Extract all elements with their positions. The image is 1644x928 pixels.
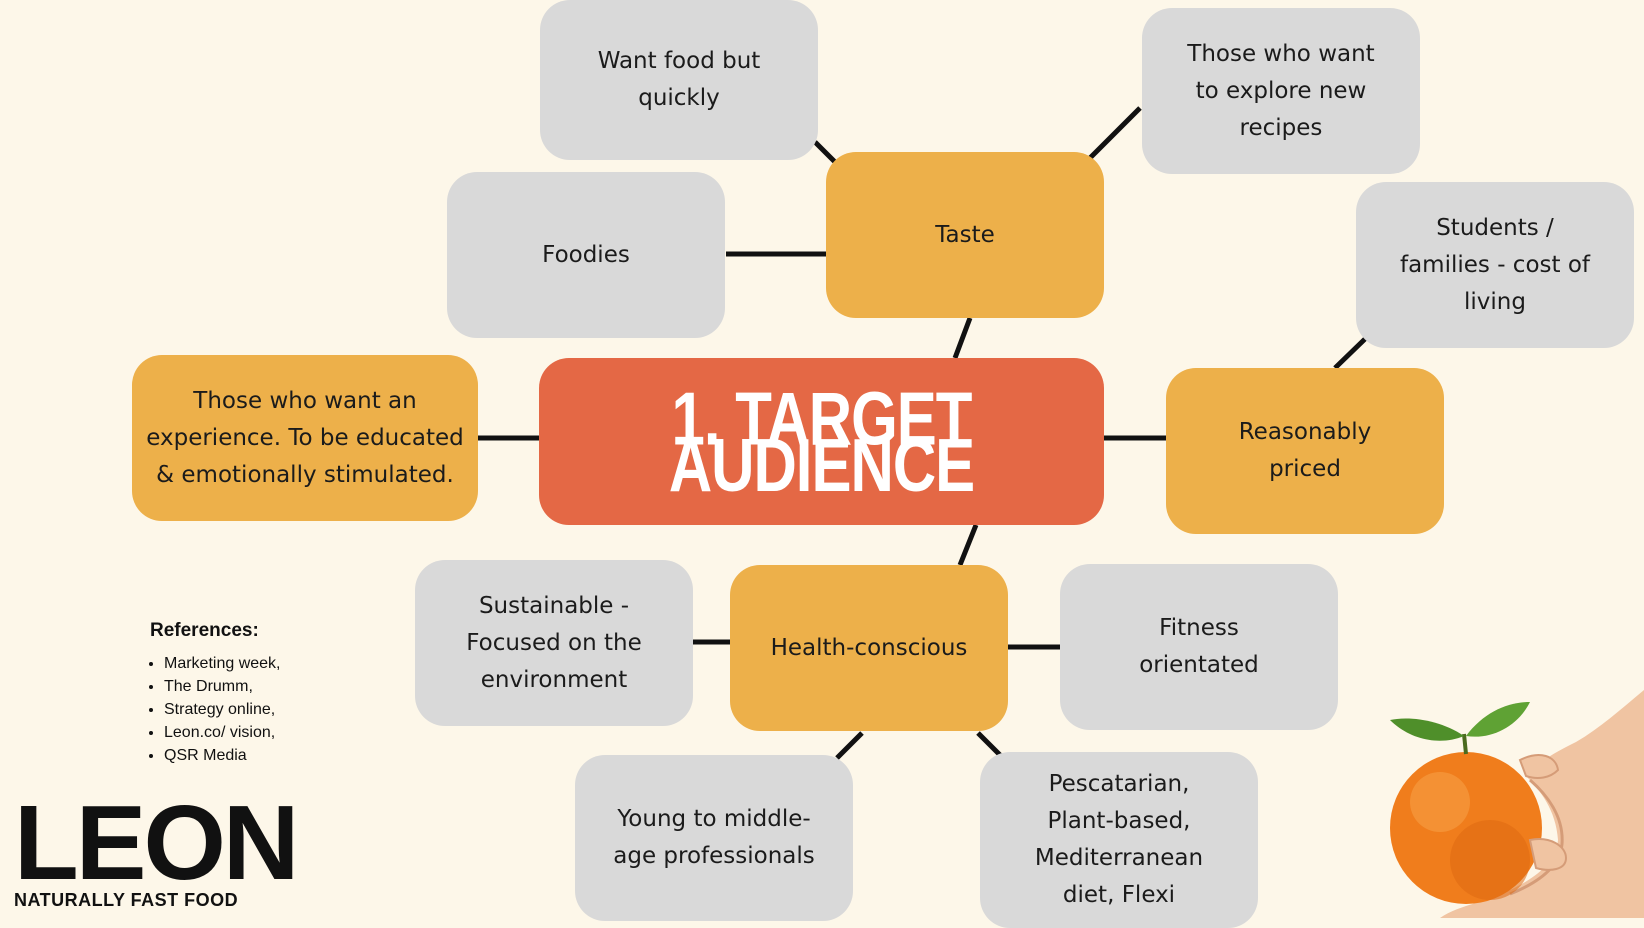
leaf-label: Foodies — [542, 241, 630, 268]
branch-experience: Those who want an experience. To be educ… — [132, 355, 478, 521]
branch-reasonably-priced: Reasonably priced — [1166, 368, 1444, 534]
references-title: References: — [150, 620, 259, 641]
references: References: Marketing week, The Drumm, S… — [150, 620, 281, 767]
leaf-students-families: Students / families - cost of living — [1356, 182, 1634, 348]
central-title: 1. TARGET AUDIENCE — [668, 376, 975, 507]
leaf-label: Students / families - cost of living — [1399, 214, 1591, 315]
leaf-diets: Pescatarian, Plant-based, Mediterranean … — [980, 752, 1258, 928]
branch-label: Reasonably priced — [1238, 419, 1372, 482]
connector-central-health — [957, 524, 979, 566]
leaf-label: Want food but quickly — [597, 48, 761, 111]
reference-item: Leon.co/ vision, — [164, 721, 281, 744]
references-list: Marketing week, The Drumm, Strategy onli… — [150, 652, 281, 767]
reference-item: The Drumm, — [164, 675, 281, 698]
branch-label: Health-conscious — [770, 634, 968, 661]
connector-taste-explore — [1088, 106, 1142, 160]
leaf-label: Those who want to explore new recipes — [1187, 40, 1375, 141]
leaf-sustainable: Sustainable - Focused on the environment — [415, 560, 693, 726]
leaf-label: Young to middle- age professionals — [613, 806, 815, 869]
reference-item: Strategy online, — [164, 698, 281, 721]
thumb — [1518, 754, 1560, 779]
leaf-label: Fitness orientated — [1139, 615, 1259, 678]
branch-taste: Taste — [826, 152, 1104, 318]
leaf-left — [1390, 718, 1464, 741]
orange-highlight — [1410, 772, 1470, 832]
leon-logo: LEON NATURALLY FAST FOOD — [14, 784, 299, 911]
hand-shape — [1440, 690, 1644, 918]
leaf-fitness: Fitness orientated — [1060, 564, 1338, 730]
orange-hand-illustration — [1390, 690, 1644, 918]
connector-central-taste — [952, 317, 973, 359]
logo-wordmark: LEON — [14, 784, 299, 902]
leaf-label: Pescatarian, Plant-based, Mediterranean … — [1034, 771, 1204, 908]
leaf-foodies: Foodies — [447, 172, 725, 338]
leaf-young-professionals: Young to middle- age professionals — [575, 755, 853, 921]
branch-label: Taste — [935, 221, 995, 248]
hand-shadow — [1509, 778, 1564, 896]
orange-shade — [1450, 820, 1530, 900]
leaf-label: Sustainable - Focused on the environment — [466, 592, 642, 693]
finger — [1528, 838, 1568, 871]
reference-item: Marketing week, — [164, 652, 281, 675]
logo-tagline: NATURALLY FAST FOOD — [14, 890, 239, 910]
reference-item: QSR Media — [164, 744, 281, 767]
orange-stem — [1462, 733, 1468, 755]
connector-taste-want-food — [813, 140, 837, 164]
connector-health-young — [835, 731, 864, 760]
central-node: 1. TARGET AUDIENCE — [539, 358, 1104, 525]
connector-priced-students — [1333, 336, 1368, 370]
branch-health-conscious: Health-conscious — [730, 565, 1008, 731]
leaf-want-food-quickly: Want food but quickly — [540, 0, 818, 160]
leaf-right — [1466, 702, 1530, 737]
branch-label: Those who want an experience. To be educ… — [146, 387, 464, 488]
leaf-explore-recipes: Those who want to explore new recipes — [1142, 8, 1420, 174]
